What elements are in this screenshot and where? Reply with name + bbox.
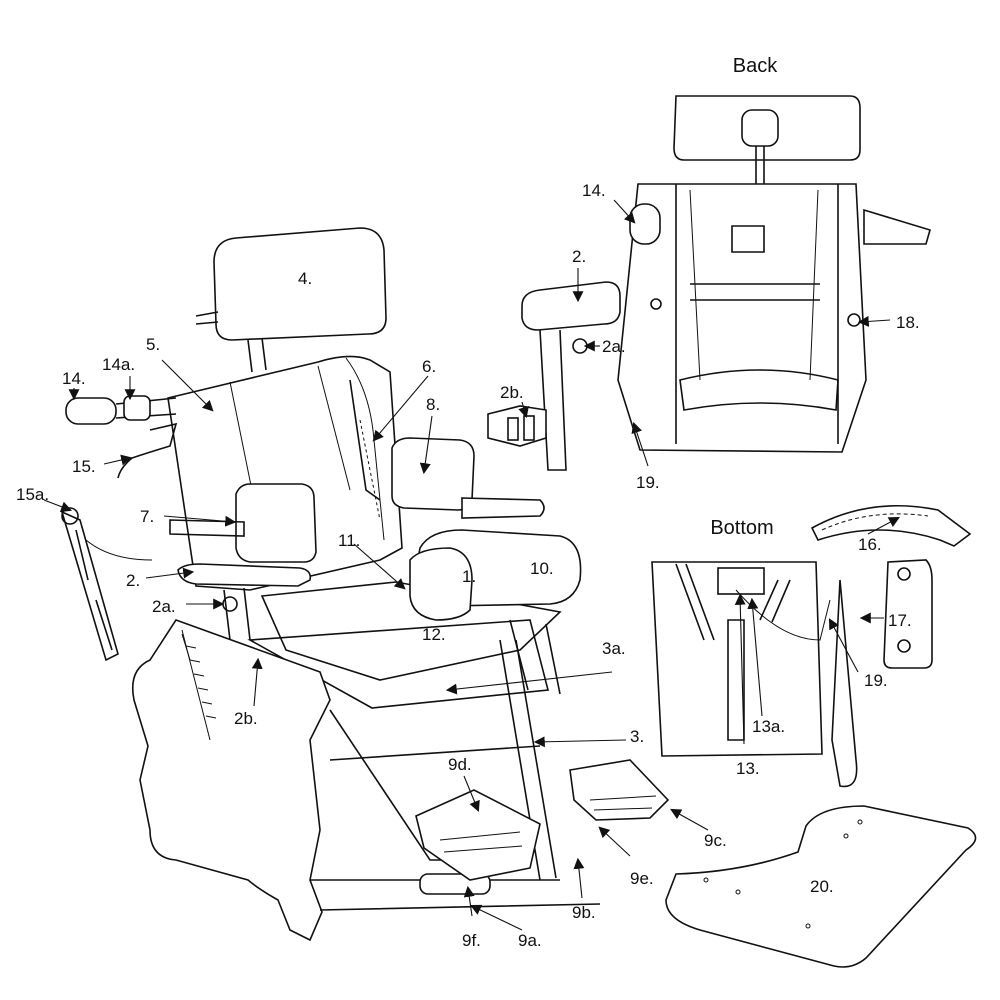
label-15: 15. bbox=[72, 457, 96, 476]
backrest bbox=[167, 355, 403, 591]
label-3a: 3a. bbox=[602, 639, 626, 658]
label-armrest-2a: 2a. bbox=[602, 337, 626, 356]
headrest bbox=[213, 227, 387, 341]
lateral-support bbox=[235, 483, 317, 563]
label-13a: 13a. bbox=[752, 717, 785, 736]
label-9b: 9b. bbox=[572, 903, 596, 922]
label-6: 6. bbox=[422, 357, 436, 376]
label-armrest-2: 2. bbox=[572, 247, 586, 266]
label-9c: 9c. bbox=[704, 831, 727, 850]
label-17: 17. bbox=[888, 611, 912, 630]
detail-labels: 2. 2a. 2b. 14. 18. 19. bbox=[500, 181, 920, 492]
label-8: 8. bbox=[426, 395, 440, 414]
label-16: 16. bbox=[858, 535, 882, 554]
label-9f: 9f. bbox=[462, 931, 481, 950]
label-15a: 15a. bbox=[16, 485, 49, 504]
seat-plate bbox=[883, 559, 933, 669]
label-2: 2. bbox=[126, 571, 140, 590]
label-4: 4. bbox=[298, 269, 312, 288]
side-plate bbox=[131, 619, 331, 942]
back-view-drawing bbox=[617, 95, 931, 453]
label-back-14: 14. bbox=[582, 181, 606, 200]
footplate-left bbox=[415, 789, 541, 881]
label-7: 7. bbox=[140, 507, 154, 526]
label-1: 1. bbox=[462, 567, 476, 586]
label-3: 3. bbox=[630, 727, 644, 746]
label-14a: 14a. bbox=[102, 355, 135, 374]
callout-labels: 4. 5. 6. 8. 14. 14a. 15. 15a. 7. 11. 1. … bbox=[16, 269, 912, 950]
label-10: 10. bbox=[530, 559, 554, 578]
label-19: 19. bbox=[864, 671, 888, 690]
label-13: 13. bbox=[736, 759, 760, 778]
bottom-view-title: Bottom bbox=[710, 517, 773, 539]
gas-spring bbox=[60, 510, 119, 662]
back-view-title: Back bbox=[733, 55, 778, 77]
label-2a: 2a. bbox=[152, 597, 176, 616]
label-bracket-2b: 2b. bbox=[500, 383, 524, 402]
label-back-19: 19. bbox=[636, 473, 660, 492]
leader-lines bbox=[43, 199, 900, 931]
label-9a: 9a. bbox=[518, 931, 542, 950]
footplate-right bbox=[569, 759, 670, 821]
label-back-18: 18. bbox=[896, 313, 920, 332]
label-9d: 9d. bbox=[448, 755, 472, 774]
push-handle bbox=[65, 397, 117, 425]
label-14: 14. bbox=[62, 369, 86, 388]
label-12: 12. bbox=[422, 625, 446, 644]
armrest-detail bbox=[487, 281, 621, 471]
label-9e: 9e. bbox=[630, 869, 654, 888]
main-chair-drawing bbox=[60, 227, 670, 942]
label-2b: 2b. bbox=[234, 709, 258, 728]
label-20: 20. bbox=[810, 877, 834, 896]
curved-track bbox=[810, 504, 972, 547]
bottom-view-drawing bbox=[651, 504, 972, 788]
tray-drawing bbox=[665, 805, 977, 968]
label-5: 5. bbox=[146, 335, 160, 354]
label-11: 11. bbox=[338, 531, 360, 550]
